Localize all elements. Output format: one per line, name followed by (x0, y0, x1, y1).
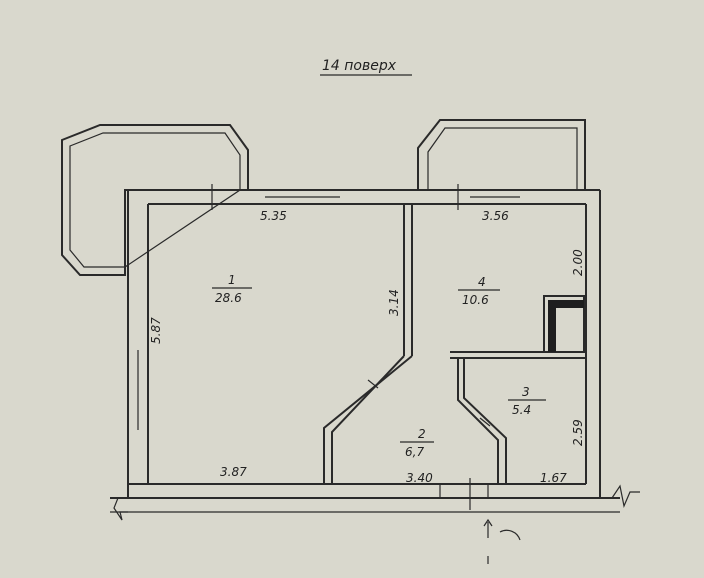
room-2-label: 2 6,7 (400, 427, 434, 459)
entrance-arrow-icon (483, 518, 521, 564)
dim-left: 5.87 (149, 317, 163, 344)
room-area: 10.6 (462, 293, 489, 307)
room-area: 28.6 (215, 291, 242, 305)
room-number: 1 (228, 273, 236, 287)
dim-right-lower: 2.59 (571, 419, 585, 446)
left-balcony (61, 124, 249, 276)
right-balcony (417, 119, 586, 191)
windows (137, 184, 520, 430)
dim-bottom-right: 1.67 (540, 471, 567, 485)
doors (367, 379, 491, 510)
room-number: 2 (418, 427, 426, 441)
room-number: 3 (522, 385, 530, 399)
room-4-label: 4 10.6 (458, 275, 500, 307)
room-area: 5.4 (512, 403, 531, 417)
dim-top-right: 3.56 (482, 209, 509, 223)
floor-title: 14 поверх (322, 58, 397, 74)
dim-top-left: 5.35 (260, 209, 287, 223)
room-area: 6,7 (405, 445, 424, 459)
dim-bottom-mid: 3.40 (406, 471, 433, 485)
room-1-label: 1 28.6 (212, 273, 252, 305)
dim-right-upper: 2.00 (571, 249, 585, 276)
dim-partition: 3.14 (387, 289, 401, 316)
room-3-label: 3 5.4 (508, 385, 546, 417)
room-number: 4 (478, 275, 486, 289)
partition-walls (323, 204, 586, 484)
dim-bottom-left: 3.87 (220, 465, 247, 479)
